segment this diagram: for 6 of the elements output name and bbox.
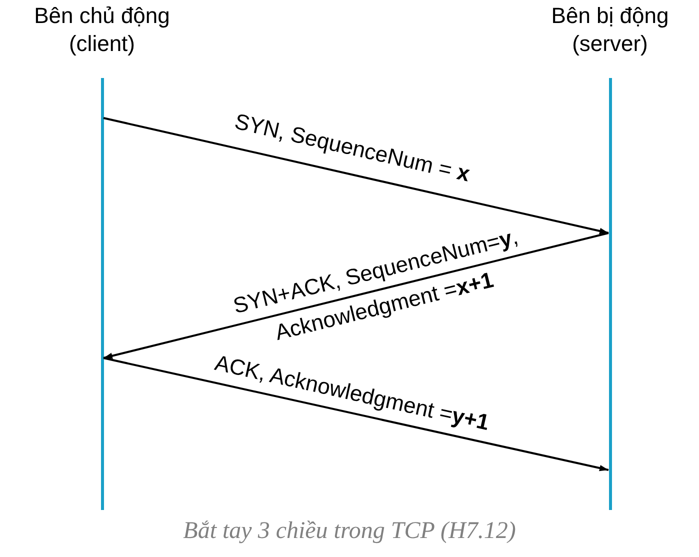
message-arrow <box>103 232 609 359</box>
figure-caption: Bắt tay 3 chiều trong TCP (H7.12) <box>182 518 517 545</box>
message-arrow <box>103 117 609 234</box>
message-arrow <box>103 357 609 472</box>
participant-heading: Bên chủ động (client) <box>33 2 171 58</box>
participant-heading: Bên bị động (server) <box>550 2 670 58</box>
